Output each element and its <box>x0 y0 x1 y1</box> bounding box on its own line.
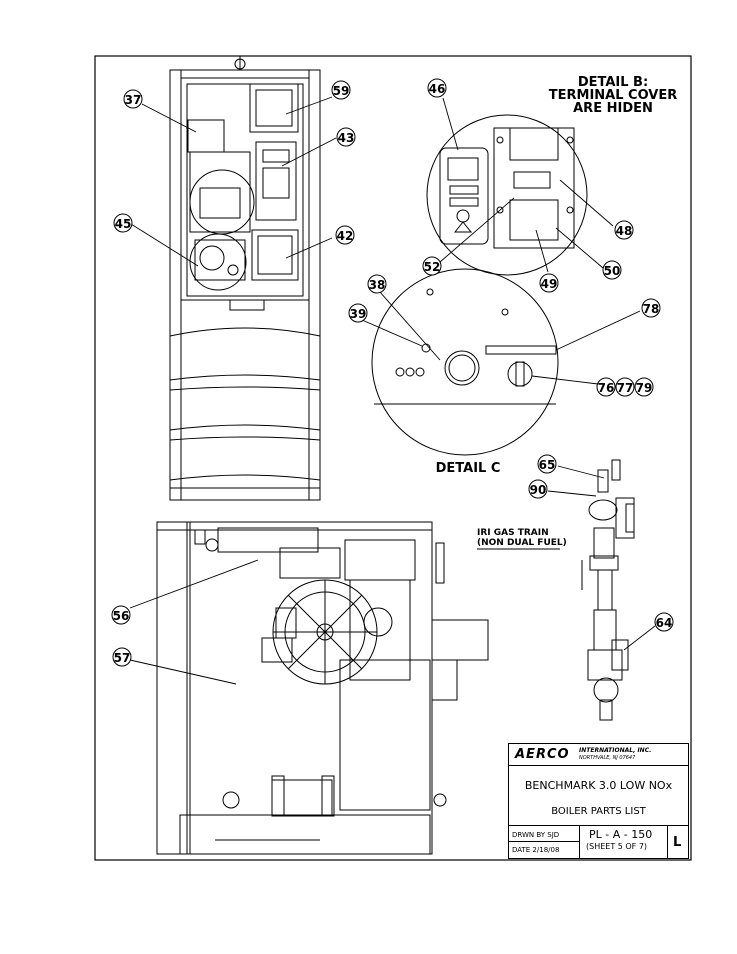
callout-39: 39 <box>350 307 367 321</box>
drawing-date: DATE 2/18/08 <box>512 846 559 854</box>
gas-train-label: IRI GAS TRAIN (NON DUAL FUEL) <box>477 528 567 548</box>
callout-46: 46 <box>429 82 446 96</box>
callout-57: 57 <box>114 651 131 665</box>
callout-79: 79 <box>636 381 653 395</box>
drawing-subtitle: BOILER PARTS LIST <box>509 806 688 817</box>
callout-43: 43 <box>338 131 355 145</box>
title-block: AERCO INTERNATIONAL, INC. NORTHVALE, NJ … <box>508 743 689 859</box>
drawing-border <box>95 56 691 860</box>
callout-37: 37 <box>125 93 142 107</box>
boiler-side-view <box>157 522 488 854</box>
callout-56: 56 <box>113 609 130 623</box>
detail-b-label: DETAIL B: TERMINAL COVER ARE HIDEN <box>548 76 678 115</box>
boiler-front-view <box>170 56 320 500</box>
drawing-title: BENCHMARK 3.0 LOW NOx <box>509 779 688 792</box>
detail-c-view <box>372 269 558 455</box>
callout-38: 38 <box>369 278 386 292</box>
company-name: AERCO <box>515 747 570 762</box>
company-address: NORTHVALE, NJ 07647 <box>579 755 635 761</box>
drawing-number: PL - A - 150 <box>589 828 652 841</box>
sheet-number: (SHEET 5 OF 7) <box>586 842 647 851</box>
revision-letter: L <box>673 835 681 850</box>
company-subtitle: INTERNATIONAL, INC. <box>579 747 651 754</box>
callout-balloons <box>112 79 673 666</box>
detail-c-label: DETAIL C <box>428 462 508 475</box>
callout-59: 59 <box>333 84 350 98</box>
gas-train-line2: (NON DUAL FUEL) <box>477 538 567 548</box>
callout-42: 42 <box>337 229 354 243</box>
callout-45: 45 <box>115 217 132 231</box>
callout-50: 50 <box>604 264 621 278</box>
callout-65: 65 <box>539 458 556 472</box>
detail-b-line3: ARE HIDEN <box>548 102 678 115</box>
detail-b-view <box>427 115 587 275</box>
leader-lines <box>130 97 655 684</box>
callout-49: 49 <box>541 277 558 291</box>
gas-train-line1: IRI GAS TRAIN <box>477 528 567 538</box>
gas-train-view <box>582 460 634 720</box>
callout-48: 48 <box>616 224 633 238</box>
callout-52: 52 <box>424 260 441 274</box>
drawn-by: DRWN BY SJD <box>512 831 559 839</box>
callout-78: 78 <box>643 302 660 316</box>
callout-77: 77 <box>617 381 634 395</box>
callout-64: 64 <box>656 616 673 630</box>
callout-76: 76 <box>598 381 615 395</box>
callout-90: 90 <box>530 483 547 497</box>
